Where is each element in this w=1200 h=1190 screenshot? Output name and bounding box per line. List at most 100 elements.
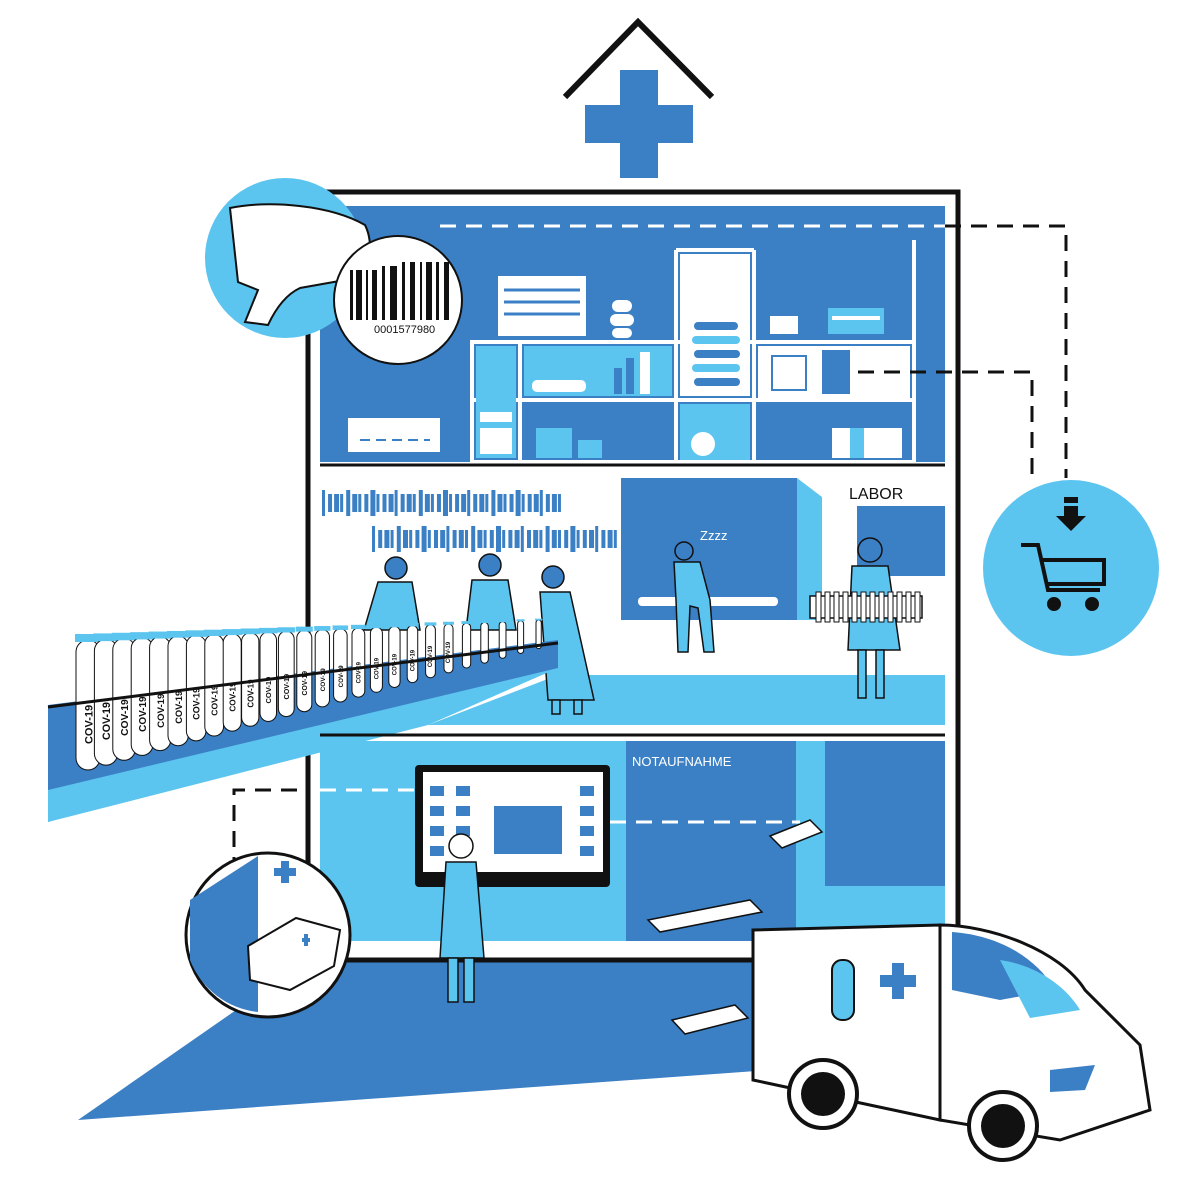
- barcode-bar: [497, 494, 503, 512]
- barcode-bar: [521, 494, 525, 512]
- hospital-roof-cross-icon: [562, 17, 715, 178]
- barcode-bar: [613, 530, 617, 548]
- barcode-bar: [503, 494, 507, 512]
- barcode-bar: [533, 494, 539, 512]
- test-tube-icon: COV-19: [222, 629, 243, 732]
- rack-tube: [824, 591, 831, 623]
- barcode-bar: [340, 494, 344, 512]
- tube-label: COV-19: [428, 645, 434, 667]
- tube-label: COV-19: [156, 694, 167, 728]
- barcode-bar: [545, 494, 550, 512]
- barcode-bar: [514, 530, 520, 548]
- test-tube-icon: COV-19: [277, 627, 296, 718]
- rack-tube: [878, 591, 885, 623]
- test-tube-icon: COV-19: [424, 622, 437, 679]
- tube-label: COV-19: [192, 688, 202, 720]
- barcode-bar: [551, 494, 557, 512]
- rack-tube: [896, 591, 903, 623]
- labor-label: LABOR: [849, 486, 903, 503]
- barcode-bar: [458, 530, 464, 548]
- rack-tube: [860, 591, 867, 623]
- storage-floor: [320, 206, 945, 464]
- barcode-bar: [570, 526, 576, 552]
- barcode-bar: [601, 530, 606, 548]
- barcode-bar: [539, 490, 543, 516]
- barcode-bar: [515, 490, 521, 516]
- barcode-bar: [388, 494, 394, 512]
- shopping-cart-circle: [983, 480, 1159, 656]
- test-tube-icon: COV-19: [332, 625, 349, 703]
- barcode-scanner-icon: 0001577980: [205, 178, 463, 365]
- barcode-bar: [483, 530, 487, 548]
- barcode-bar: [471, 526, 476, 552]
- tube-label: COV-19: [210, 685, 220, 716]
- barcode-bar: [558, 530, 561, 548]
- barcode-bar: [446, 526, 450, 552]
- barcode-bar: [489, 530, 494, 548]
- sleeping-person: [673, 541, 715, 653]
- barcode-bar: [370, 490, 376, 516]
- ground-shadow: [78, 960, 770, 1120]
- rack-tube: [905, 591, 912, 623]
- barcode-bar: [452, 530, 457, 548]
- tube-label: COV-19: [138, 696, 149, 732]
- barcode-bar: [467, 490, 471, 516]
- tube-label: COV-19: [264, 677, 273, 704]
- barcode-bar: [473, 494, 478, 512]
- barcode-bar: [461, 494, 467, 512]
- barcode-bar: [334, 494, 340, 512]
- barcode-bar: [509, 494, 514, 512]
- ambulance-bay-circle: [184, 851, 352, 1019]
- test-tube-icon: COV-19: [203, 629, 225, 737]
- barcode-bar: [436, 494, 441, 512]
- barcode-bar: [551, 530, 557, 548]
- barcode-bar: [527, 530, 531, 548]
- barcode-bar: [607, 530, 613, 548]
- barcode-bar: [394, 490, 398, 516]
- test-tube-icon: COV-19: [314, 626, 331, 708]
- barcode-bar: [400, 494, 405, 512]
- barcode-bar: [328, 494, 333, 512]
- tube-label: COV-19: [282, 674, 291, 700]
- barcode-bar: [358, 494, 362, 512]
- barcode-bar: [496, 526, 501, 552]
- barcode-bar: [455, 494, 460, 512]
- test-tube-icon: COV-19: [185, 630, 207, 742]
- barcode-bar: [477, 530, 483, 548]
- ambulance-icon: [751, 923, 1152, 1162]
- test-tube-rack: [809, 591, 923, 623]
- stretcher: [646, 819, 824, 1035]
- test-tube-icon: COV-19: [295, 626, 313, 713]
- test-tube-icon: COV-19: [443, 621, 455, 674]
- tube-label: COV-19: [228, 682, 237, 712]
- barcode-bar: [406, 494, 412, 512]
- shopping-cart-icon: [1021, 543, 1106, 611]
- barcode-bar: [465, 530, 468, 548]
- tube-label: COV-19: [246, 679, 255, 708]
- tube-label: COV-19: [101, 702, 113, 740]
- barcode-number: 0001577980: [374, 324, 435, 336]
- barcode-bar: [545, 526, 550, 552]
- barcode-bar: [595, 526, 599, 552]
- test-tube-icon: [498, 619, 507, 659]
- barcode-bar: [502, 530, 506, 548]
- tube-label: COV-19: [357, 661, 363, 683]
- tube-label: COV-19: [446, 641, 452, 663]
- test-tube-icon: COV-19: [406, 622, 419, 684]
- barcode-bar: [352, 494, 358, 512]
- barcode-bar: [322, 490, 325, 516]
- barcode-bar: [582, 530, 587, 548]
- tube-label: COV-19: [120, 699, 131, 736]
- test-tube-icon: [535, 618, 543, 650]
- barcode-bar: [396, 526, 401, 552]
- barcode-bar: [449, 494, 453, 512]
- barcode-bar: [434, 530, 438, 548]
- tube-label: COV-19: [302, 671, 309, 696]
- lab-floor: Zzzz LABOR: [322, 478, 945, 725]
- tube-label: COV-19: [174, 691, 184, 724]
- display-screen: [415, 765, 610, 887]
- barcode-bar: [418, 490, 423, 516]
- barcode-bar: [443, 490, 448, 516]
